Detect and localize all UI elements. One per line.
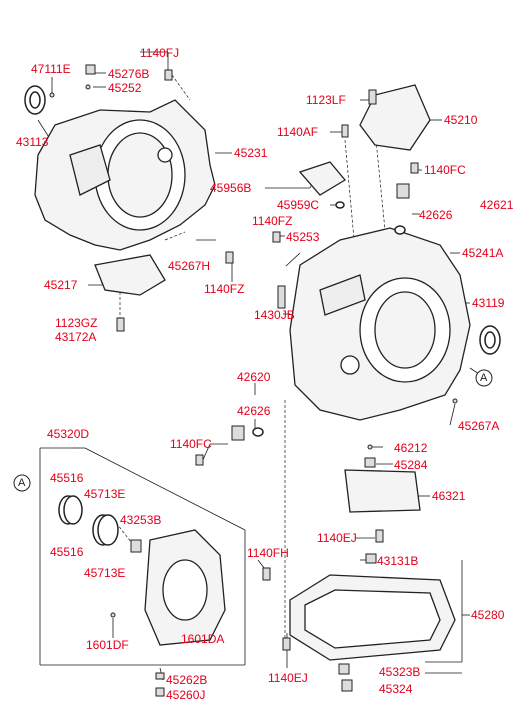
part-label-45324: 45324 <box>379 682 413 696</box>
part-label-1601DF: 1601DF <box>86 638 129 652</box>
part-label-45267A: 45267A <box>458 419 500 433</box>
part-label-43119: 43119 <box>472 296 505 310</box>
part-label-42626-mid: 42626 <box>237 404 271 418</box>
covers-and-pan <box>144 161 456 661</box>
part-label-45713E-a: 45713E <box>84 487 126 501</box>
part-label-1140EJ-mid: 1140EJ <box>317 531 357 545</box>
part-label-45323B: 45323B <box>379 665 421 679</box>
part-label-45713E-b: 45713E <box>84 566 126 580</box>
part-label-45231: 45231 <box>234 146 268 160</box>
part-label-42620: 42620 <box>237 370 271 384</box>
part-label-1430JB: 1430JB <box>254 308 295 322</box>
part-label-45516-a: 45516 <box>50 471 84 485</box>
part-label-42626-top: 42626 <box>419 208 453 222</box>
part-label-1601DA: 1601DA <box>181 632 225 646</box>
part-label-1140FZ-left: 1140FZ <box>204 282 245 296</box>
part-label-45253: 45253 <box>286 230 320 244</box>
callout-a-markers <box>13 369 493 492</box>
part-label-1140FH: 1140FH <box>247 546 289 560</box>
part-label-45320D: 45320D <box>47 427 90 441</box>
part-label-43113: 43113 <box>16 135 49 149</box>
callout-a-right: A <box>480 372 488 384</box>
part-label-43253B: 43253B <box>120 513 162 527</box>
part-label-45210: 45210 <box>444 113 478 127</box>
part-label-45262B: 45262B <box>166 673 208 687</box>
part-label-45252: 45252 <box>108 81 142 95</box>
seals-and-rings <box>24 85 501 546</box>
part-label-1140FZ-mid: 1140FZ <box>252 214 293 228</box>
part-label-1123GZ: 1123GZ <box>55 316 98 330</box>
part-label-45217: 45217 <box>44 278 78 292</box>
bolts <box>49 64 458 697</box>
part-label-46212: 46212 <box>394 441 428 455</box>
part-label-45959C: 45959C <box>277 198 320 212</box>
part-label-46321: 46321 <box>432 489 466 503</box>
part-label-45516-b: 45516 <box>50 545 84 559</box>
part-label-1123LF: 1123LF <box>306 93 346 107</box>
transaxle-case <box>34 99 216 296</box>
part-label-45284: 45284 <box>394 458 428 472</box>
part-label-45260J: 45260J <box>166 688 206 702</box>
part-label-45267H: 45267H <box>168 259 211 273</box>
part-label-1140FC-mid: 1140FC <box>170 437 212 451</box>
part-label-45280: 45280 <box>471 608 505 622</box>
part-label-45276B: 45276B <box>108 67 150 81</box>
part-label-42621: 42621 <box>480 198 514 212</box>
callout-a-left: A <box>18 477 26 489</box>
part-label-45956B: 45956B <box>210 181 252 195</box>
part-label-43131B: 43131B <box>377 554 419 568</box>
part-label-1140AF: 1140AF <box>277 125 319 139</box>
part-label-45241A: 45241A <box>462 246 504 260</box>
part-label-1140FJ: 1140FJ <box>140 46 180 60</box>
part-label-1140FC-top: 1140FC <box>424 163 466 177</box>
part-label-1140EJ-bot: 1140EJ <box>268 671 308 685</box>
part-label-47111E: 47111E <box>31 62 71 76</box>
part-label-43172A: 43172A <box>55 330 97 344</box>
